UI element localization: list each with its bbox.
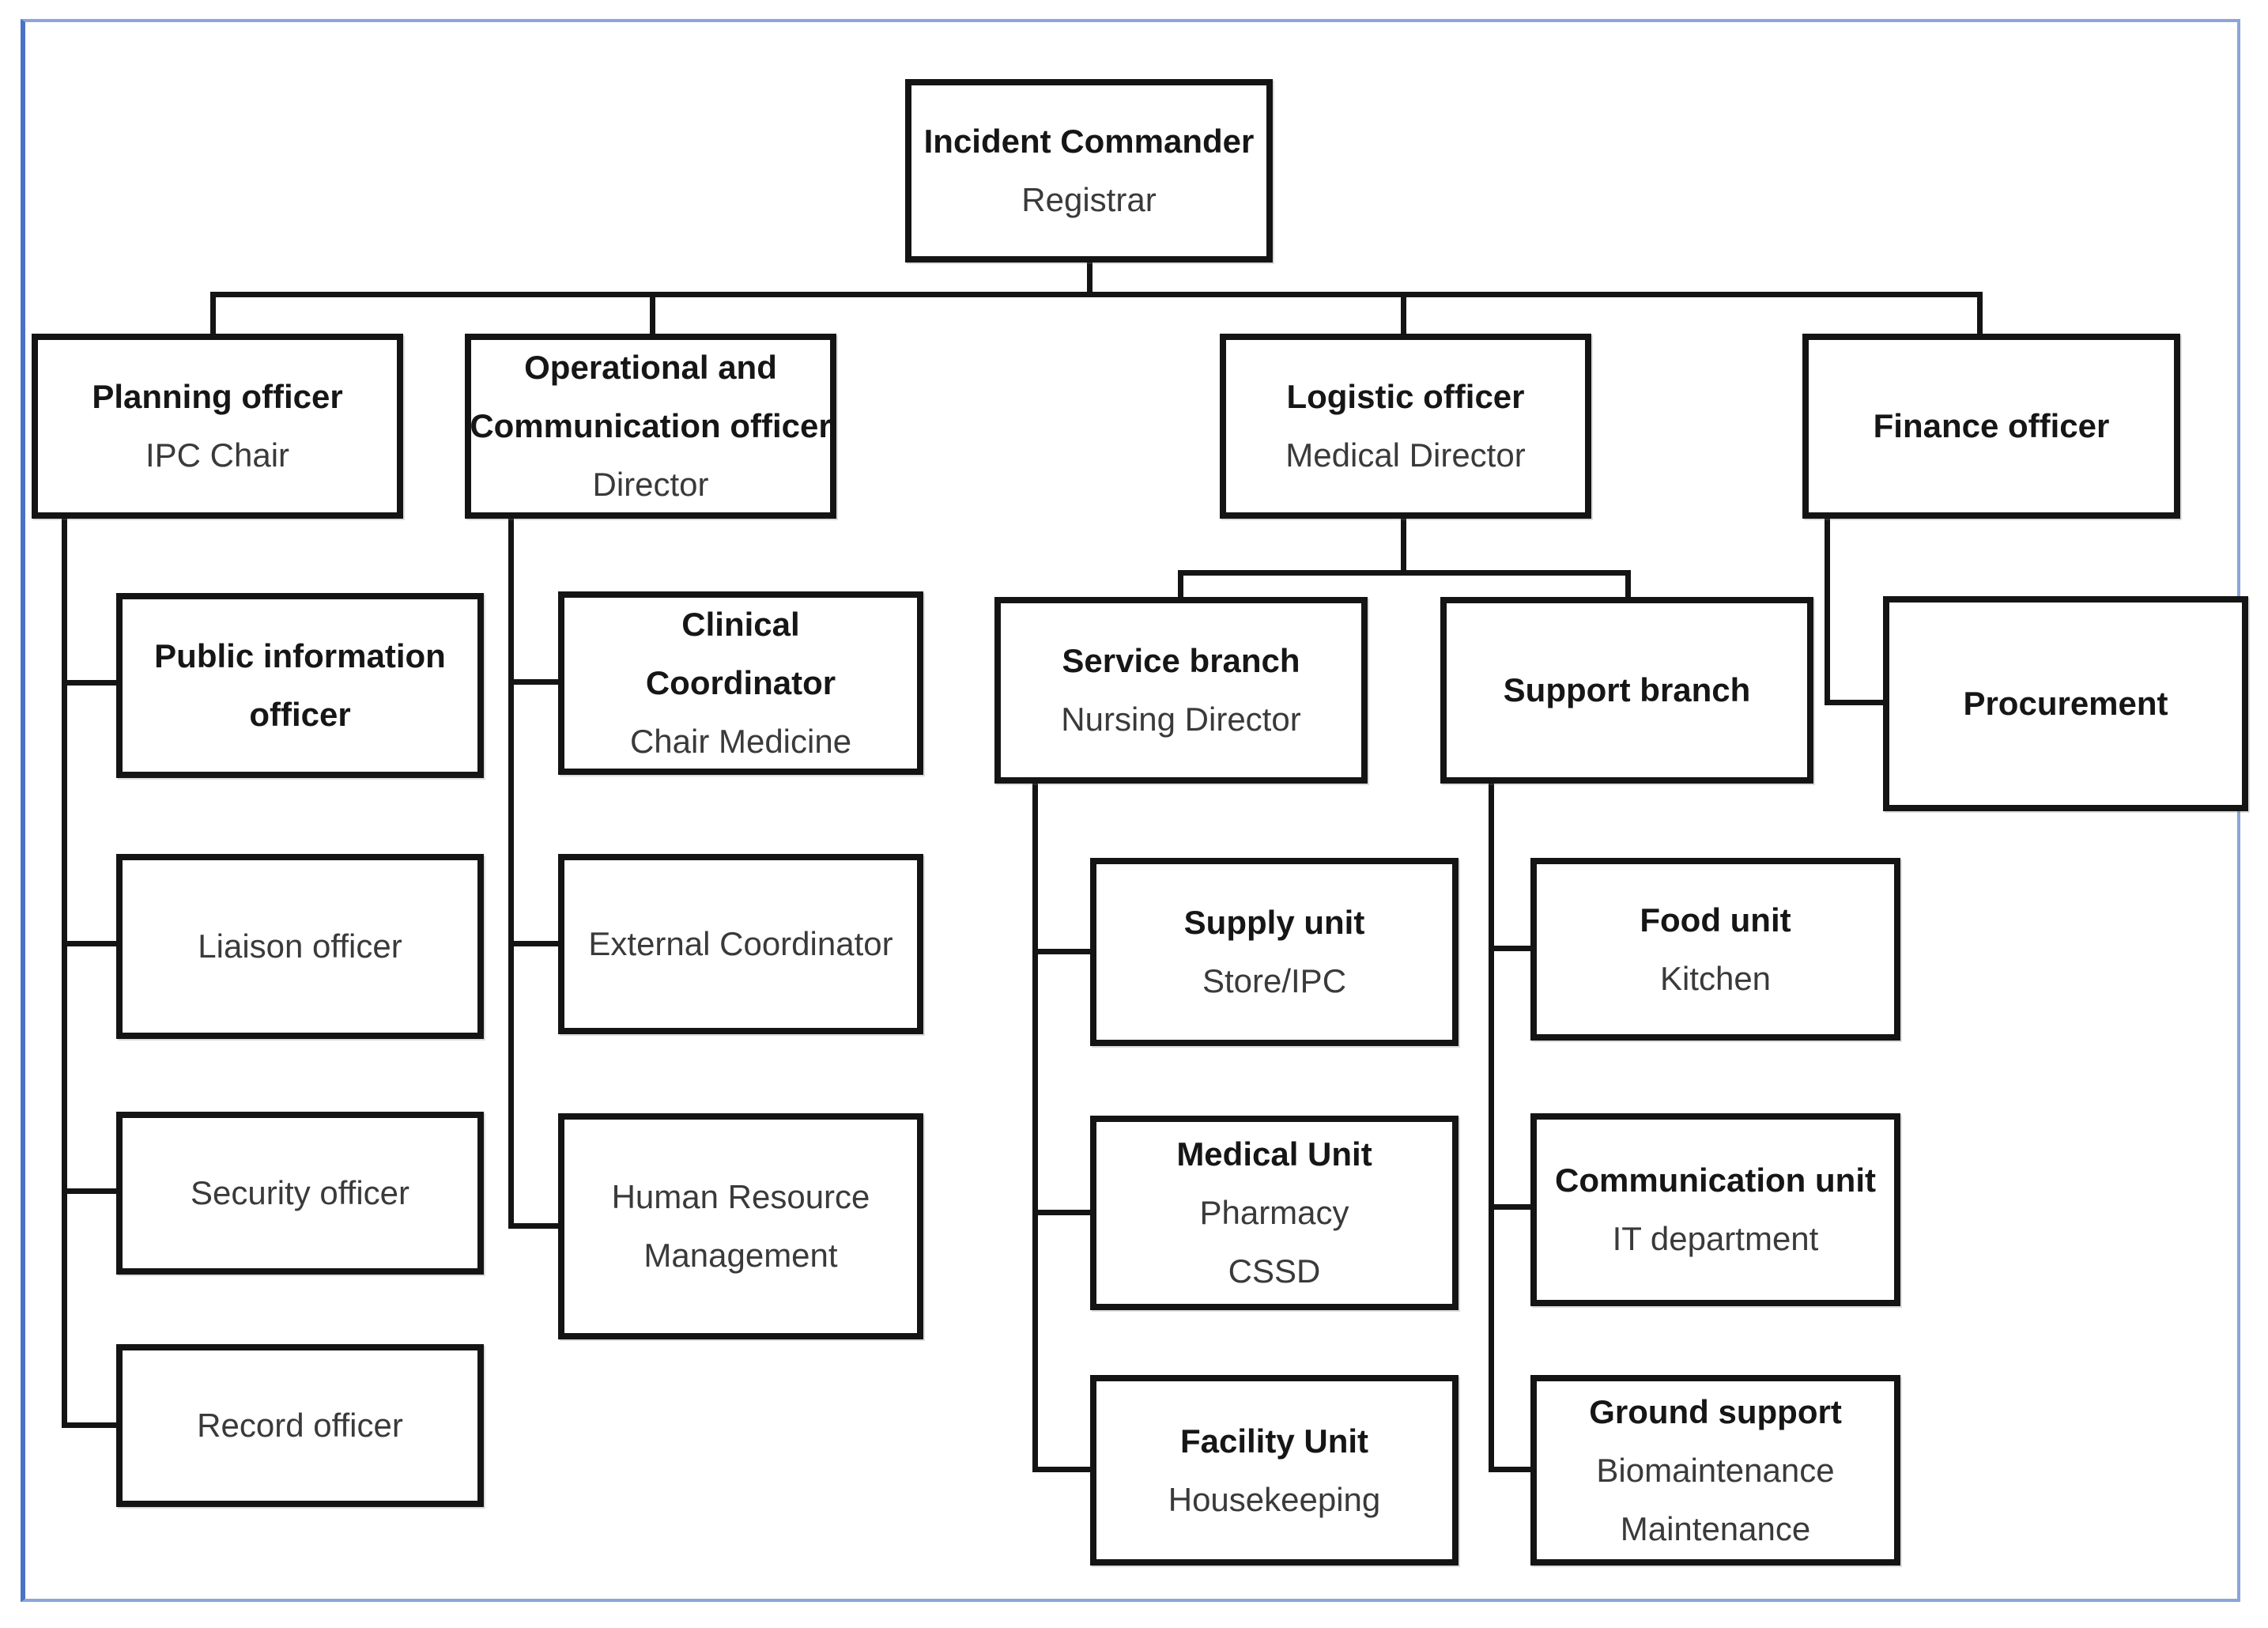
node-title-line: Logistic officer: [1286, 378, 1525, 415]
node-subtitle-line: Liaison officer: [198, 927, 402, 965]
node-subtitle-line: Housekeeping: [1168, 1480, 1381, 1518]
connector-drop-support: [1625, 570, 1631, 602]
node-subtitle-line: IT department: [1612, 1220, 1819, 1257]
connector-finance-elbow: [1825, 700, 1888, 705]
node-subtitle-line: Biomaintenance: [1596, 1451, 1835, 1489]
connector-stub-clinical: [508, 679, 564, 685]
node-title-line: Planning officer: [92, 378, 343, 415]
connector-logistic-drop: [1401, 516, 1406, 576]
node-title-line: Finance officer: [1873, 407, 2110, 444]
connector-stub-liaison: [62, 941, 122, 946]
connector-drop-planning: [210, 292, 216, 336]
connector-operational-spine: [508, 516, 514, 1229]
node-subtitle-line: External Coordinator: [588, 925, 893, 962]
node-subtitle-line: IPC Chair: [145, 436, 290, 474]
connector-logistic-bar: [1178, 570, 1631, 576]
connector-stub-hrm: [508, 1223, 564, 1229]
node-subtitle-line: Human Resource: [611, 1178, 870, 1215]
node-subtitle-line: Store/IPC: [1202, 962, 1347, 999]
connector-stub-record: [62, 1422, 122, 1428]
node-liaison-officer: Liaison officer: [116, 854, 484, 1039]
node-title-line: Medical Unit: [1176, 1135, 1372, 1173]
node-title-line: Communication unit: [1555, 1162, 1876, 1199]
node-title-line: Procurement: [1963, 685, 2168, 722]
connector-top-bar: [210, 292, 1983, 297]
connector-stub-communication: [1489, 1204, 1536, 1210]
connector-planning-spine: [62, 516, 67, 1428]
connector-stub-supply: [1032, 949, 1096, 954]
node-record-officer: Record officer: [116, 1344, 484, 1507]
node-security-officer: Security officer: [116, 1112, 484, 1275]
connector-finance-drop: [1825, 516, 1830, 705]
node-title-line: Coordinator: [645, 664, 836, 701]
connector-service-spine: [1032, 781, 1038, 1471]
node-subtitle-line: Chair Medicine: [629, 723, 852, 760]
node-title-line: Supply unit: [1183, 904, 1365, 941]
connector-drop-operational: [650, 292, 655, 336]
node-title-line: Communication officer: [470, 407, 832, 444]
node-title-line: Incident Commander: [923, 123, 1255, 160]
node-public-information-officer: Public information officer: [116, 593, 484, 778]
node-title-line: Support branch: [1503, 671, 1751, 708]
node-title-line: Food unit: [1640, 901, 1791, 939]
node-title-line: officer: [249, 696, 351, 733]
connector-support-spine: [1489, 781, 1494, 1471]
node-title-line: Facility Unit: [1179, 1422, 1369, 1460]
node-subtitle-line: Medical Director: [1285, 436, 1526, 474]
connector-stub-medical: [1032, 1210, 1096, 1215]
connector-drop-service: [1178, 570, 1183, 602]
node-title-line: Clinical: [681, 606, 800, 643]
node-title-line: Service branch: [1062, 642, 1300, 679]
node-title-line: Operational and: [524, 349, 777, 386]
node-support-branch: Support branch: [1440, 597, 1813, 784]
node-external-coordinator: External Coordinator: [558, 854, 923, 1034]
node-subtitle-line: CSSD: [1228, 1252, 1321, 1290]
node-procurement: Procurement: [1883, 596, 2248, 811]
node-subtitle-line: Pharmacy: [1199, 1194, 1349, 1231]
node-title-line: Public information: [154, 637, 446, 674]
connector-stub-ground: [1489, 1467, 1536, 1472]
node-subtitle-line: Registrar: [1021, 181, 1157, 218]
node-subtitle-line: Management: [643, 1237, 838, 1274]
node-subtitle-line: Security officer: [191, 1174, 409, 1211]
connector-drop-finance: [1977, 292, 1983, 336]
node-communication-unit: Communication unit IT department: [1530, 1113, 1900, 1306]
connector-stub-food: [1489, 946, 1536, 951]
node-subtitle-line: Kitchen: [1659, 959, 1772, 997]
connector-incident-drop: [1087, 259, 1092, 297]
connector-stub-facility: [1032, 1467, 1096, 1472]
connector-stub-security: [62, 1188, 122, 1194]
connector-stub-public-information: [62, 680, 122, 686]
node-title-line: Ground support: [1589, 1392, 1842, 1430]
node-subtitle-line: Record officer: [197, 1407, 403, 1444]
node-finance-officer: Finance officer: [1802, 334, 2180, 519]
node-subtitle-line: Maintenance: [1620, 1509, 1811, 1547]
connector-stub-external: [508, 941, 564, 946]
node-subtitle-line: Nursing Director: [1061, 701, 1301, 738]
connector-drop-logistic: [1401, 292, 1406, 336]
node-subtitle-line: Director: [592, 466, 709, 503]
